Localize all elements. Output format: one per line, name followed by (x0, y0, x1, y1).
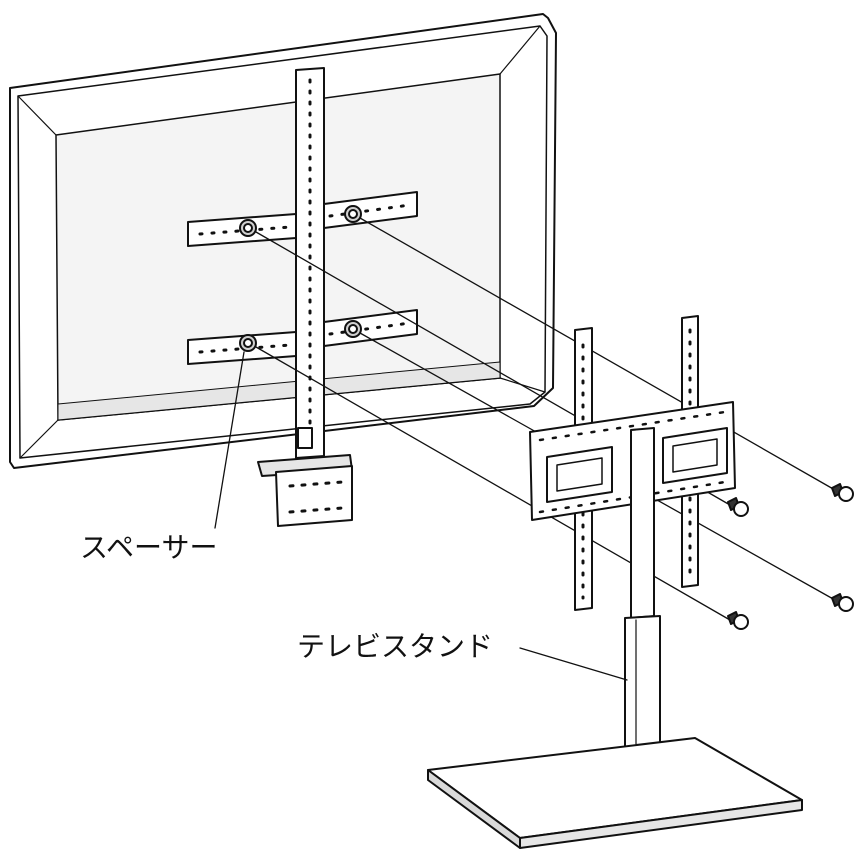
tv-back (9, 13, 557, 469)
screw-1 (831, 483, 854, 502)
spacer-top-right (344, 205, 362, 223)
stand-base (427, 737, 803, 849)
spacer-label: スペーサー (80, 531, 218, 564)
tv-stand-label: テレビスタンド (297, 630, 494, 663)
spacer-top-left (239, 219, 257, 237)
screw-2 (727, 497, 749, 517)
screw-4 (727, 611, 749, 630)
spacer-leader (214, 351, 245, 529)
spacer-bottom-left (239, 334, 257, 352)
stand-leader (519, 647, 628, 681)
spacer-bottom-right (344, 320, 362, 338)
screw-3 (831, 593, 854, 612)
tv-vertical-bracket (257, 67, 353, 527)
